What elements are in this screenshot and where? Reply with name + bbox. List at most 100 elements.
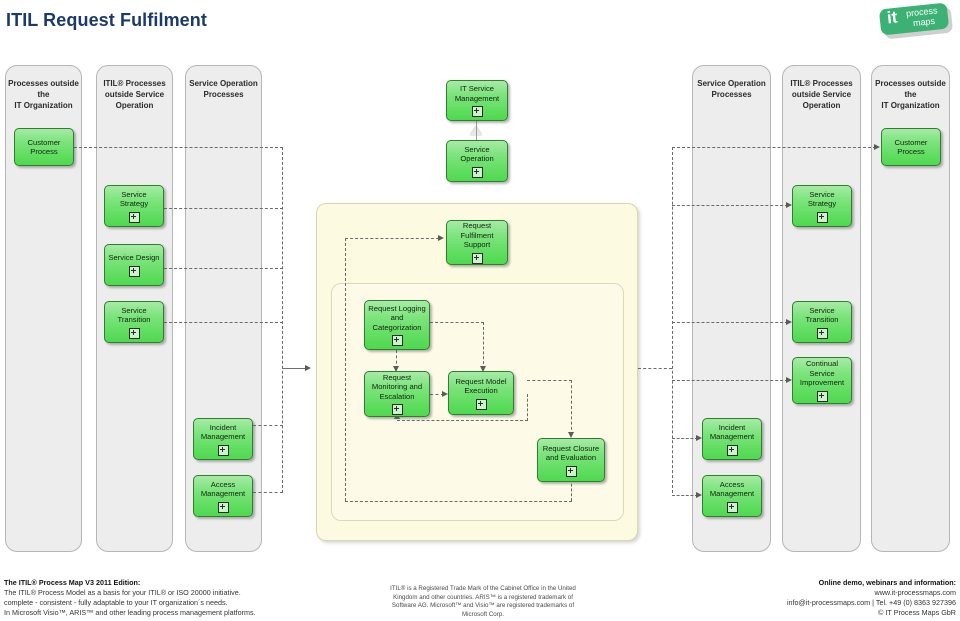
arrow-model-to-closure [567, 432, 574, 438]
expand-plus-icon[interactable] [475, 398, 487, 410]
process-label: Incident Management [200, 422, 246, 442]
process-label: Service Design [108, 253, 160, 263]
connector-service-strategy-left-to-bus [164, 208, 283, 209]
lane-title: Service Operation Processes [697, 79, 766, 99]
process-box-customer-process-right[interactable]: Customer Process [881, 128, 941, 166]
footer-center-line-2: Kingdom and other countries. ARIS™ is a … [393, 593, 573, 601]
arrow-to-service-transition-right [786, 318, 792, 325]
footer-left-line-1: The ITIL® Process Model as a basis for y… [4, 588, 241, 597]
process-box-request-fulfilment-support[interactable]: Request Fulfilment Support [446, 220, 508, 265]
right-bus-vertical [672, 147, 673, 493]
process-box-service-strategy-right[interactable]: Service Strategy [792, 185, 852, 227]
process-label: Request Closure and Evaluation [542, 443, 600, 463]
process-label: Service Operation [460, 144, 494, 164]
connector-to-request-fulfilment-support [345, 238, 439, 239]
process-box-access-management-right[interactable]: Access Management [702, 475, 762, 517]
process-box-request-logging-and-categorization[interactable]: Request Logging and Categorization [364, 300, 430, 350]
connector-service-design-left-to-bus [164, 268, 283, 269]
connector-logging-to-monitoring [396, 350, 397, 369]
connector-logging-to-model-drop [483, 322, 484, 369]
process-label: Request Monitoring and Escalation [371, 372, 423, 401]
connector-incident-left-to-bus [253, 425, 283, 426]
process-label: Access Management [709, 479, 755, 499]
connector-customer-left-to-bus [74, 147, 283, 148]
process-box-request-model-execution[interactable]: Request Model Execution [448, 371, 514, 415]
expand-plus-icon[interactable] [128, 265, 140, 277]
process-box-it-service-management[interactable]: IT Service Management [446, 80, 508, 121]
process-box-service-operation[interactable]: Service Operation [446, 140, 508, 182]
expand-plus-icon[interactable] [128, 327, 140, 339]
process-box-continual-service-improvement-right[interactable]: Continual Service Improvement [792, 357, 852, 404]
process-box-incident-management-right[interactable]: Incident Management [702, 418, 762, 460]
lane-right-serviceop: Service Operation Processes [692, 65, 771, 552]
connector-model-to-closure-drop [571, 380, 572, 435]
connector-monitoring-to-model [430, 394, 444, 395]
process-box-service-transition-right[interactable]: Service Transition [792, 301, 852, 343]
process-label: Service Transition [117, 305, 151, 325]
footer-right-contact-line[interactable]: info@it-processmaps.com | Tel. +49 (0) 8… [786, 598, 956, 607]
entry-arrow-line [282, 368, 308, 369]
expand-plus-icon[interactable] [726, 501, 738, 513]
expand-plus-icon[interactable] [471, 106, 483, 117]
footer-left-heading: The ITIL® Process Map V3 2011 Edition: [4, 578, 141, 587]
connector-bus-to-incident-right [672, 438, 698, 439]
expand-plus-icon[interactable] [471, 166, 483, 178]
left-bus-vertical [282, 147, 283, 493]
footer-left-line-2: complete - consistent - fully adaptable … [4, 598, 228, 607]
expand-plus-icon[interactable] [471, 252, 483, 264]
internal-left-riser [345, 238, 346, 501]
expand-plus-icon[interactable] [128, 211, 140, 223]
logo-it-text: it [886, 7, 899, 28]
expand-plus-icon[interactable] [391, 404, 403, 416]
footer-center-line-1: ITIL® is a Registered Trade Mark of the … [390, 585, 576, 592]
process-box-incident-management-left[interactable]: Incident Management [193, 418, 253, 460]
process-box-service-strategy-left[interactable]: Service Strategy [104, 185, 164, 227]
process-box-request-closure-and-evaluation[interactable]: Request Closure and Evaluation [537, 438, 605, 482]
connector-closure-return [345, 501, 572, 502]
arrow-to-service-strategy-right [786, 201, 792, 208]
connector-access-left-to-bus [253, 492, 283, 493]
expand-plus-icon[interactable] [816, 327, 828, 339]
process-box-access-management-left[interactable]: Access Management [193, 475, 253, 517]
process-box-service-transition-left[interactable]: Service Transition [104, 301, 164, 343]
arrow-to-incident-right [696, 434, 702, 441]
process-box-customer-process-left[interactable]: Customer Process [14, 128, 74, 166]
expand-plus-icon[interactable] [726, 444, 738, 456]
process-box-service-design-left[interactable]: Service Design [104, 244, 164, 286]
expand-plus-icon[interactable] [217, 501, 229, 513]
lane-title: ITIL® Processes outside Service Operatio… [790, 79, 853, 110]
expand-plus-icon[interactable] [565, 465, 577, 477]
connector-model-loop-drop [527, 394, 528, 421]
process-label: Request Fulfilment Support [460, 221, 494, 250]
arrow-logging-to-monitoring [392, 366, 399, 372]
process-label: Continual Service Improvement [799, 359, 845, 388]
process-label: Access Management [200, 479, 246, 499]
expand-plus-icon[interactable] [391, 335, 403, 347]
it-process-maps-logo: it process maps [878, 2, 954, 40]
connector-model-to-closure [527, 380, 572, 381]
connector-service-transition-left-to-bus [164, 322, 283, 323]
process-label: Service Strategy [119, 189, 149, 209]
connector-model-loop-back [397, 420, 528, 421]
connector-bus-to-access-right [672, 495, 698, 496]
expand-plus-icon[interactable] [816, 211, 828, 223]
entry-arrow-head [305, 364, 311, 371]
process-label: Service Transition [805, 305, 839, 325]
arrow-to-request-fulfilment-support [438, 234, 444, 241]
expand-plus-icon[interactable] [816, 390, 828, 402]
process-label: IT Service Management [454, 84, 500, 103]
lane-title: ITIL® Processes outside Service Operatio… [103, 79, 166, 110]
process-label: Service Strategy [807, 189, 837, 209]
footer-left-line-3: In Microsoft Visio™, ARIS™ and other lea… [4, 608, 256, 617]
footer-center-line-4: Microsoft Corp. [462, 610, 504, 618]
footer-right-contact: Online demo, webinars and information: w… [787, 578, 956, 618]
expand-plus-icon[interactable] [217, 444, 229, 456]
connector-bus-to-service-transition-right [672, 322, 788, 323]
lane-title: Processes outside the IT Organization [8, 79, 79, 110]
connector-yellow-to-right-bus [638, 368, 672, 369]
arrow-monitoring-to-model [442, 390, 448, 397]
process-label: Request Model Execution [455, 376, 507, 396]
process-box-request-monitoring-and-escalation[interactable]: Request Monitoring and Escalation [364, 371, 430, 417]
footer-right-website[interactable]: www.it-processmaps.com [874, 588, 956, 597]
